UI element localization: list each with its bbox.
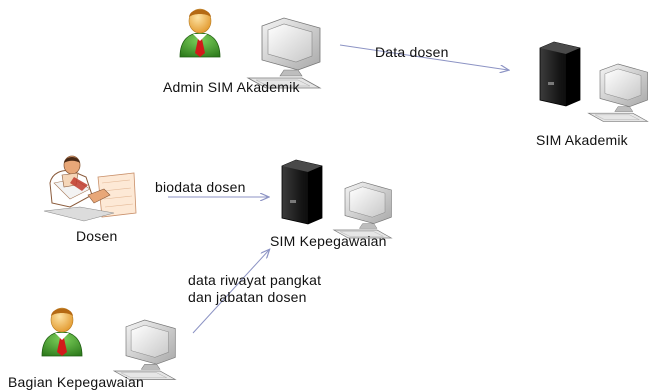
bagian-computer-icon: [113, 319, 176, 380]
flow-label-riwayat-line1: data riwayat pangkat: [188, 272, 322, 288]
admin-node: [179, 8, 321, 89]
flow-label-biodata-dosen: biodata dosen: [155, 179, 246, 195]
admin-user-icon: [179, 8, 221, 58]
sim-akademik-server-icon: [539, 41, 581, 107]
bagian-user-icon: [41, 307, 83, 357]
sim-akademik-node: [539, 41, 648, 122]
sim-kepegawaian-server-icon: [281, 159, 323, 225]
sim-kepegawaian-computer-icon: [333, 181, 392, 239]
admin-label: Admin SIM Akademik: [163, 79, 300, 95]
flow-label-riwayat-line2: dan jabatan dosen: [188, 289, 307, 305]
admin-computer-icon: [247, 17, 321, 89]
arrow-bagian-to-sim-kepegawaian: [192, 250, 269, 334]
flow-label-data-dosen: Data dosen: [375, 44, 449, 60]
person-writing-icon: [43, 155, 137, 222]
sim-kepegawaian-label: SIM Kepegawaian: [270, 233, 387, 249]
bagian-kepegawaian-node: [41, 307, 176, 380]
dosen-label: Dosen: [76, 228, 118, 244]
sim-akademik-computer-icon: [588, 63, 648, 122]
sim-akademik-label: SIM Akademik: [536, 132, 628, 148]
bagian-kepegawaian-label: Bagian Kepegawaian: [8, 374, 144, 390]
sim-kepegawaian-node: [281, 159, 392, 239]
dosen-node: [43, 155, 137, 222]
arrow-admin-to-sim-akademik: [339, 44, 508, 70]
